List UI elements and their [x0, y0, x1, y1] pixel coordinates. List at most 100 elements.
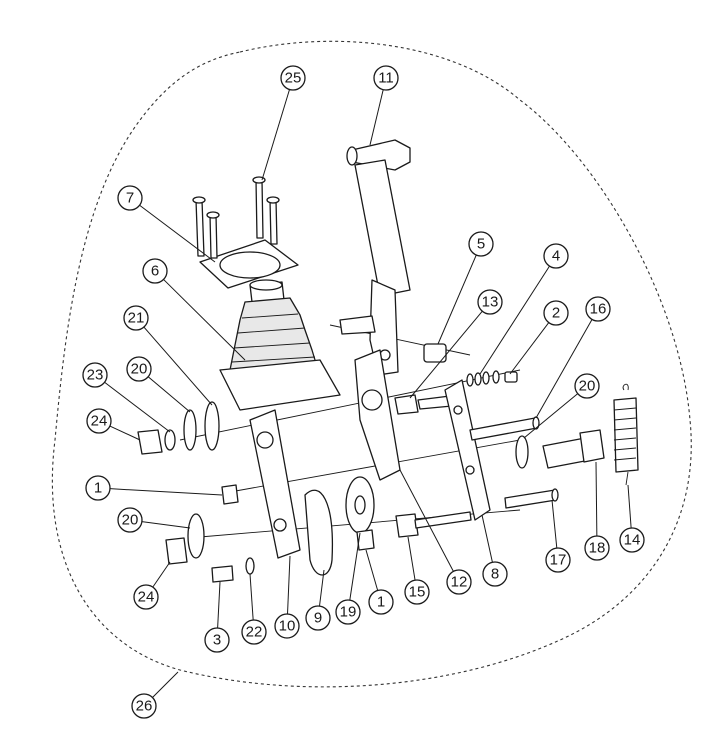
callout-c26: 26: [131, 671, 179, 719]
callout-circle: [117, 185, 143, 211]
mount-plate-part: [199, 239, 299, 289]
leader-line: [261, 89, 290, 181]
callout-c25: 25: [261, 65, 306, 181]
leader-line: [152, 671, 179, 698]
callout-circle: [543, 300, 569, 326]
leader-line: [437, 254, 477, 345]
callout-circle: [133, 584, 159, 610]
parts-group: [137, 139, 639, 583]
callout-label: 23: [87, 367, 104, 384]
callout-c1b: 1: [365, 549, 394, 615]
callout-c1a: 1: [85, 475, 223, 501]
callout-circle: [82, 362, 108, 388]
callout-label: 25: [285, 70, 302, 87]
callout-c5: 5: [437, 231, 494, 345]
callout-c12: 12: [399, 469, 472, 595]
callout-c23: 23: [82, 362, 171, 433]
callout-c3: 3: [204, 581, 230, 653]
callout-label: 11: [378, 70, 394, 87]
bracket-plate-12: [354, 349, 401, 481]
callout-c20b: 20: [523, 373, 600, 439]
callout-label: 1: [94, 480, 102, 497]
callout-circle: [477, 289, 503, 315]
boot-part: [219, 279, 341, 411]
callout-circle: [574, 373, 600, 399]
callout-label: 4: [552, 248, 560, 265]
callout-c18: 18: [584, 461, 610, 561]
leader-line: [551, 499, 558, 549]
callout-label: 19: [340, 604, 357, 621]
callout-label: 12: [451, 574, 468, 591]
callout-label: 5: [477, 236, 485, 253]
callout-label: 18: [589, 540, 606, 557]
callout-c10: 10: [274, 555, 300, 639]
leader-line: [523, 393, 579, 439]
leader-line: [409, 310, 483, 399]
callout-c15: 15: [404, 536, 430, 605]
nuts-part: [221, 484, 375, 551]
callout-label: 1: [377, 594, 385, 611]
lower-plate-10: [249, 409, 301, 559]
callout-label: 26: [136, 698, 153, 715]
callout-label: 9: [314, 610, 322, 627]
callout-circle: [619, 527, 645, 553]
callout-circle: [545, 547, 571, 573]
discs-part: [304, 476, 375, 576]
callout-c14: 14: [619, 484, 645, 553]
bracket-part-8: [444, 379, 491, 521]
leader-line: [287, 555, 291, 615]
leader-line: [141, 521, 191, 529]
leader-line: [479, 265, 550, 375]
callout-label: 7: [126, 190, 134, 207]
leader-line: [163, 279, 246, 361]
callout-c7: 7: [117, 185, 216, 263]
callout-c16: 16: [535, 296, 611, 419]
callout-label: 22: [246, 624, 263, 641]
callout-circle: [142, 258, 168, 284]
leader-line: [217, 581, 221, 629]
leader-line: [407, 536, 416, 581]
callout-circle: [86, 408, 112, 434]
callout-label: 14: [624, 532, 641, 549]
callout-c24b: 24: [133, 561, 171, 610]
callout-circle: [131, 693, 157, 719]
callout-circle: [585, 296, 611, 322]
leader-line: [139, 204, 216, 263]
callout-label: 6: [151, 263, 159, 280]
leader-line: [535, 319, 593, 419]
leader-line: [481, 514, 493, 563]
leader-line: [318, 569, 325, 607]
callout-c17: 17: [545, 499, 571, 573]
callout-label: 20: [131, 361, 148, 378]
callout-circle: [126, 356, 152, 382]
leader-line: [152, 561, 171, 588]
callout-circle: [280, 65, 306, 91]
callout-label: 24: [91, 413, 108, 430]
callout-circle: [241, 619, 267, 645]
callout-circle: [543, 243, 569, 269]
callout-c20a: 20: [126, 356, 191, 413]
callout-label: 20: [579, 378, 596, 395]
bottom-left-fasteners: [165, 513, 255, 583]
leader-line: [109, 488, 223, 496]
callout-c11: 11: [369, 65, 399, 146]
callout-circle: [85, 475, 111, 501]
callout-circle: [468, 231, 494, 257]
callout-c8: 8: [481, 514, 508, 587]
callout-c20c: 20: [117, 507, 191, 533]
leader-line: [399, 469, 454, 572]
leader-line: [369, 89, 384, 146]
callout-circle: [446, 569, 472, 595]
callout-label: 20: [122, 512, 139, 529]
callout-circle: [204, 627, 230, 653]
leader-line: [109, 425, 141, 441]
callout-label: 13: [482, 294, 499, 311]
callout-c13: 13: [409, 289, 503, 399]
callout-c4: 4: [479, 243, 569, 375]
callout-circle: [373, 65, 399, 91]
callout-label: 21: [128, 310, 145, 327]
callout-circle: [123, 305, 149, 331]
callout-c24a: 24: [86, 408, 141, 441]
callout-label: 17: [550, 552, 567, 569]
callout-circle: [117, 507, 143, 533]
